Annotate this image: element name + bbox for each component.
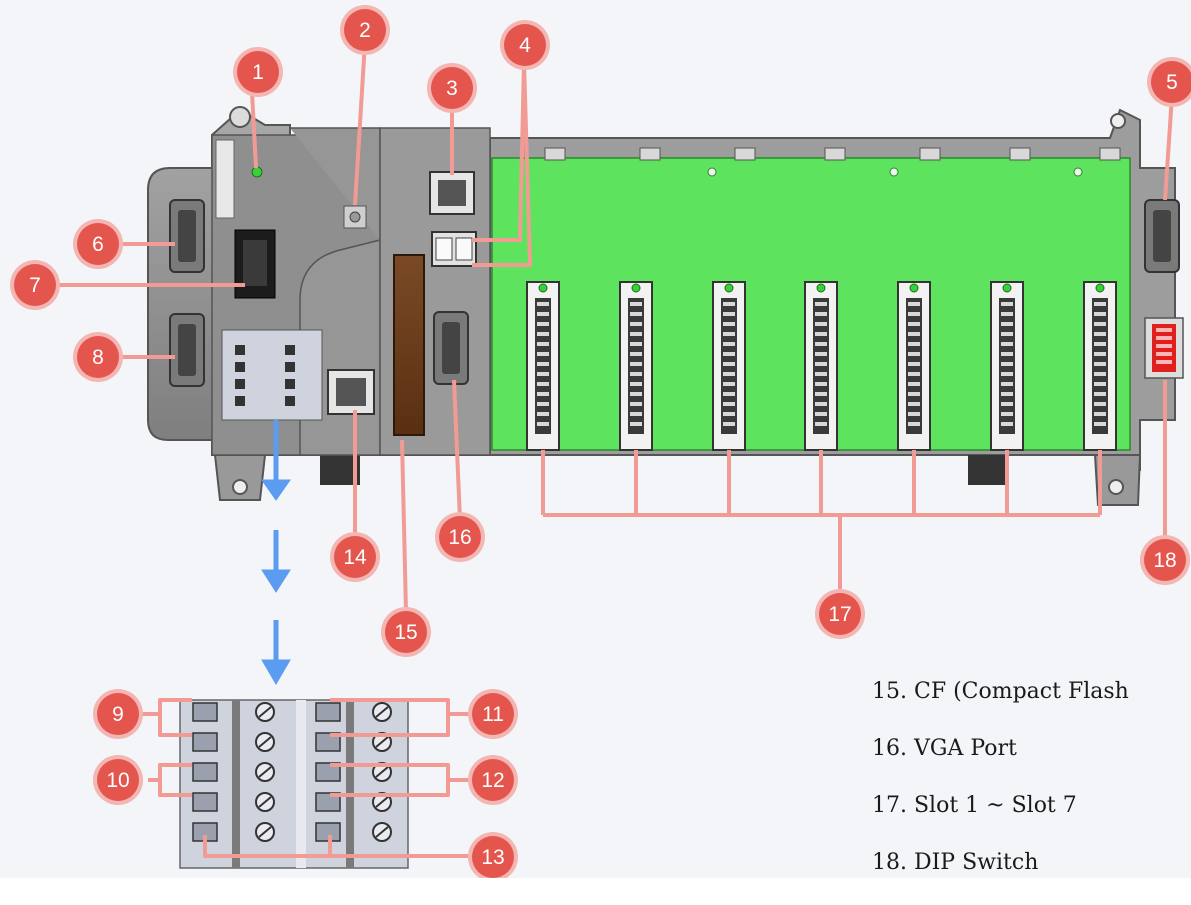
slot-connector [990,281,1024,451]
terminal-screw [372,702,392,722]
terminal-opening [315,702,341,722]
callout-15: 15 [381,607,431,657]
callout-number: 1 [252,61,264,84]
callout-4: 4 [500,20,550,70]
slot-connector [897,281,931,451]
callout-number: 9 [112,703,124,726]
callout-number: 5 [1166,71,1178,94]
legend-item-dip: 18. DIP Switch [872,850,1039,875]
terminal-opening [315,792,341,812]
callout-number: 13 [481,846,504,869]
terminal-screw [255,702,275,722]
terminal-screw [255,822,275,842]
callout-number: 6 [92,233,104,256]
terminal-block-detail [179,699,409,869]
slot-connector [1083,281,1117,451]
terminal-screw [372,732,392,752]
callout-number: 8 [92,346,104,369]
callout-number: 3 [446,77,458,100]
legend: 15. CF (Compact Flash 16. VGA Port 17. S… [872,676,1191,904]
callout-11: 11 [468,689,518,739]
slot-connector [526,281,560,451]
terminal-opening [192,762,218,782]
slot-connector [804,281,838,451]
callout-number: 12 [481,769,504,792]
legend-item-slots: 17. Slot 1 ~ Slot 7 [872,793,1077,818]
terminal-opening [192,732,218,752]
callout-6: 6 [73,219,123,269]
callout-number: 18 [1153,549,1176,572]
bottom-strip [0,878,1191,905]
callout-number: 10 [106,769,129,792]
callout-number: 17 [828,603,851,626]
callout-13: 13 [468,832,518,882]
terminal-screw [255,762,275,782]
callout-7: 7 [10,260,60,310]
terminal-opening [192,792,218,812]
callout-8: 8 [73,332,123,382]
callout-9: 9 [93,689,143,739]
terminal-screw [255,792,275,812]
callout-1: 1 [233,47,283,97]
terminal-opening [192,702,218,722]
callout-2: 2 [340,5,390,55]
slot-connector [712,281,746,451]
legend-item-vga: 16. VGA Port [872,736,1017,761]
callout-12: 12 [468,755,518,805]
slot-connector [619,281,653,451]
callout-number: 15 [394,621,417,644]
terminal-opening [315,762,341,782]
callout-14: 14 [330,532,380,582]
callout-3: 3 [427,63,477,113]
callout-number: 7 [29,274,41,297]
callout-17: 17 [815,589,865,639]
callout-5: 5 [1147,57,1191,107]
terminal-screw [372,822,392,842]
callout-number: 4 [519,34,531,57]
legend-item-cf: 15. CF (Compact Flash [872,679,1129,704]
callout-number: 11 [482,703,504,726]
callout-number: 14 [343,546,367,569]
callout-number: 2 [359,19,371,42]
callout-10: 10 [93,755,143,805]
leader-lines [52,41,1174,858]
down-arrow-icon [261,420,291,685]
callout-18: 18 [1140,535,1190,585]
chassis [147,106,1184,506]
callout-number: 16 [448,526,471,549]
terminal-opening [315,732,341,752]
callout-16: 16 [435,512,485,562]
terminal-screw [255,732,275,752]
